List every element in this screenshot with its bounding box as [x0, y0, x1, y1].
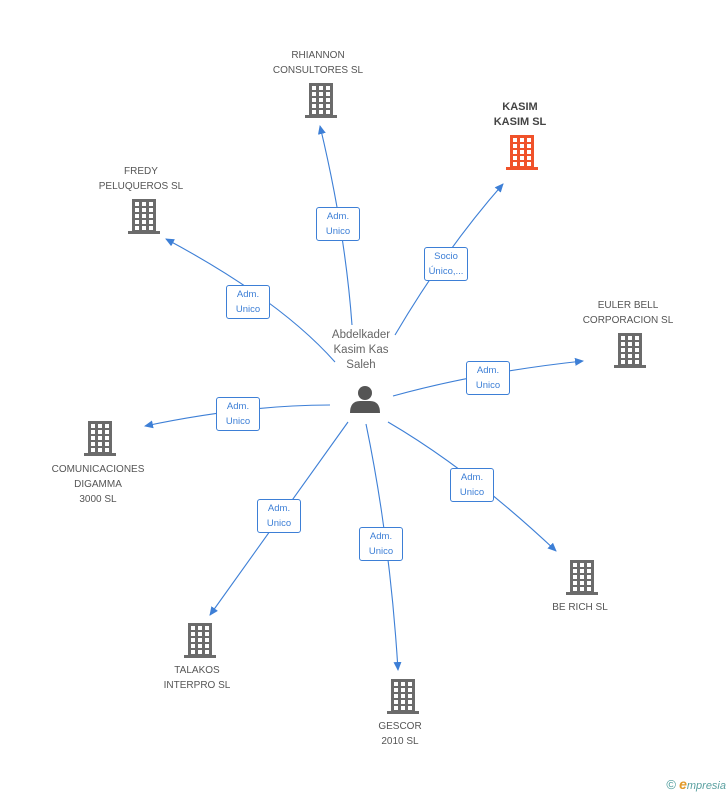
brand-logo-initial: e	[679, 776, 687, 792]
building-icon[interactable]	[84, 421, 116, 456]
edge-label-line: Socio	[434, 251, 458, 262]
company-label-line: KASIM SL	[493, 116, 547, 128]
company-label-comunicaciones[interactable]: COMUNICACIONES DIGAMMA 3000 SL	[18, 462, 178, 507]
building-icon[interactable]	[506, 135, 538, 170]
edge-label-line: Adm.	[476, 365, 500, 376]
icons-layer	[84, 83, 646, 714]
edge-label-line: Adm.	[369, 531, 393, 542]
edge-label-fredy[interactable]: Adm. Unico	[226, 285, 270, 319]
edge-label-gescor[interactable]: Adm. Unico	[359, 527, 403, 561]
building-icon[interactable]	[387, 679, 419, 714]
building-icon[interactable]	[128, 199, 160, 234]
center-name-line-3: Saleh	[346, 359, 376, 371]
company-label-line: TALAKOS	[174, 665, 220, 676]
company-label-rhiannon[interactable]: RHIANNON CONSULTORES SL	[238, 48, 398, 78]
company-label-line: KASIM	[502, 101, 538, 113]
company-label-line: EULER BELL	[597, 300, 659, 311]
company-label-talakos[interactable]: TALAKOS INTERPRO SL	[117, 663, 277, 693]
edge-label-euler[interactable]: Adm. Unico	[466, 361, 510, 395]
person-icon[interactable]	[350, 386, 380, 413]
company-label-line: CONSULTORES SL	[272, 65, 364, 76]
company-label-gescor[interactable]: GESCOR 2010 SL	[320, 719, 480, 749]
edge-label-line: Unico	[325, 226, 351, 237]
company-label-berich[interactable]: BE RICH SL	[500, 600, 660, 615]
footer-brand: © empresia	[666, 776, 726, 792]
edge-label-line: Unico	[235, 304, 261, 315]
brand-logo-text: mpresia	[686, 780, 726, 792]
edge-label-rhiannon[interactable]: Adm. Unico	[316, 207, 360, 241]
company-label-euler[interactable]: EULER BELL CORPORACION SL	[548, 298, 708, 328]
edge-label-line: Adm.	[267, 503, 291, 514]
company-label-line: RHIANNON	[291, 50, 345, 61]
company-label-line: COMUNICACIONES	[51, 464, 145, 475]
company-label-fredy[interactable]: FREDY PELUQUEROS SL	[61, 164, 221, 194]
edge-label-line: Unico	[459, 487, 485, 498]
company-label-line: GESCOR	[378, 721, 422, 732]
company-label-line: DIGAMMA	[74, 479, 122, 490]
edge-label-line: Unico	[475, 380, 501, 391]
edge-label-talakos[interactable]: Adm. Unico	[257, 499, 301, 533]
company-label-line: CORPORACION SL	[582, 315, 674, 326]
edge-label-comunicaciones[interactable]: Adm. Unico	[216, 397, 260, 431]
company-label-line: 2010 SL	[381, 736, 419, 747]
copyright-symbol: ©	[666, 777, 677, 792]
edge-label-line: Único,...	[428, 266, 464, 277]
company-label-kasim[interactable]: KASIM KASIM SL	[460, 100, 580, 130]
company-label-line: INTERPRO SL	[163, 680, 231, 691]
edge-label-line: Adm.	[226, 401, 250, 412]
center-name-line-1: Abdelkader	[331, 329, 391, 341]
edge-label-line: Adm.	[460, 472, 484, 483]
company-label-line: 3000 SL	[79, 494, 117, 505]
center-person-label[interactable]: Abdelkader Kasim Kas Saleh	[311, 328, 411, 373]
edge-label-line: Adm.	[326, 211, 350, 222]
edge-label-line: Adm.	[236, 289, 260, 300]
edge-label-berich[interactable]: Adm. Unico	[450, 468, 494, 502]
company-label-line: BE RICH SL	[552, 602, 608, 613]
center-name-line-2: Kasim Kas	[333, 344, 389, 356]
company-label-line: PELUQUEROS SL	[98, 181, 184, 192]
edge-label-line: Unico	[368, 546, 394, 557]
edge-label-line: Unico	[225, 416, 251, 427]
edge-label-line: Unico	[266, 518, 292, 529]
building-icon[interactable]	[614, 333, 646, 368]
building-icon[interactable]	[184, 623, 216, 658]
building-icon[interactable]	[305, 83, 337, 118]
company-label-line: FREDY	[124, 166, 158, 177]
building-icon[interactable]	[566, 560, 598, 595]
